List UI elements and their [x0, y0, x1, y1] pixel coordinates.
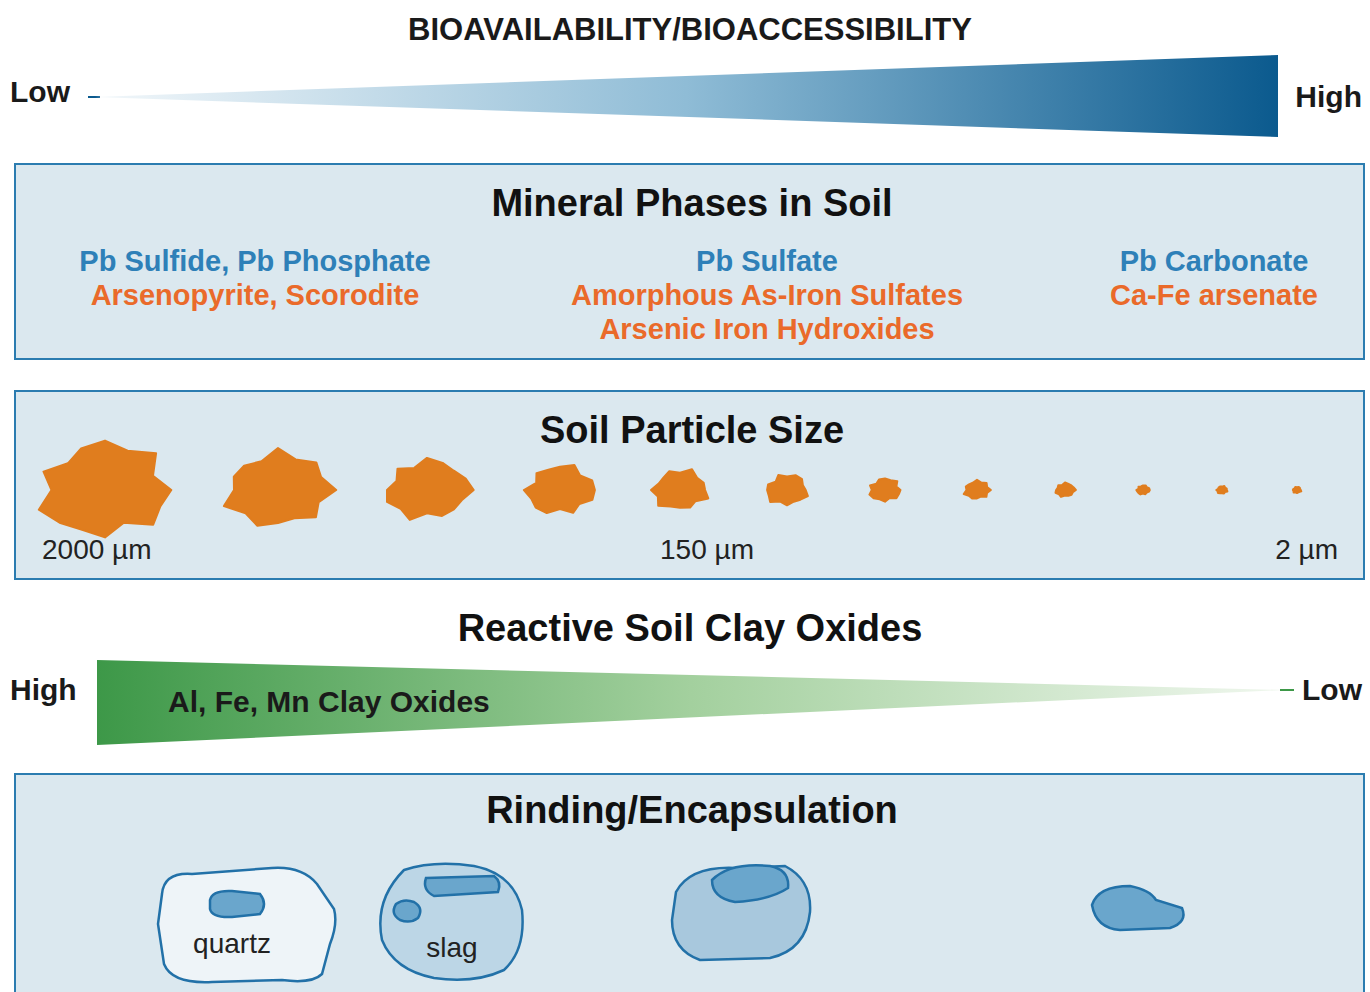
rind-outline — [380, 864, 522, 980]
size-label: 2 µm — [1275, 534, 1338, 565]
free-particle — [1092, 886, 1184, 930]
soil-particle — [524, 465, 595, 513]
exposed-phase — [712, 865, 788, 902]
arsenic-phase: Arsenopyrite, Scorodite — [91, 279, 420, 311]
text-holder: quartz — [193, 928, 271, 960]
text-holder: 2 µm — [1275, 534, 1338, 566]
particle-blobs — [39, 441, 1302, 538]
text-holder: Pb Carbonate — [1120, 245, 1309, 278]
size-label: 2000 µm — [42, 534, 152, 565]
text-holder: Reactive Soil Clay Oxides — [458, 607, 923, 650]
text-holder: High — [1295, 80, 1362, 114]
text-holder: 2000 µm — [42, 534, 152, 566]
text-holder: Pb Sulfate — [696, 245, 838, 278]
shape-label: quartz — [193, 928, 271, 959]
panel-fill — [14, 163, 1365, 360]
scale-end-label: Low — [1302, 673, 1362, 706]
diagram-title: BIOAVAILABILITY/BIOACCESSIBILITY — [408, 12, 972, 47]
lead-phase: Pb Carbonate — [1120, 245, 1309, 277]
wedge-tip-line — [1280, 689, 1294, 691]
text-holder: Soil Particle Size — [540, 409, 844, 452]
scale-end-label: High — [10, 673, 77, 706]
encapsulated-phase — [425, 876, 499, 896]
category-panel: Soil Particle Size 2000 µm 150 µm 2 µm — [14, 390, 1365, 580]
text-holder: Amorphous As-Iron Sulfates — [571, 279, 963, 312]
text-holder: Ca-Fe arsenate — [1110, 279, 1318, 312]
particle-outline — [374, 860, 526, 984]
panel-heading: Mineral Phases in Soil — [491, 182, 892, 224]
text-holder: Low — [10, 75, 70, 109]
particle-outline — [152, 864, 340, 986]
arsenic-phase: Arsenic Iron Hydroxides — [599, 313, 934, 345]
arsenic-phase: Amorphous As-Iron Sulfates — [571, 279, 963, 311]
text-holder: Arsenopyrite, Scorodite — [91, 279, 420, 312]
encapsulated-phase — [210, 891, 264, 917]
soil-particle — [387, 458, 474, 520]
text-holder: 150 µm — [660, 534, 754, 566]
panel-heading: Soil Particle Size — [540, 409, 844, 451]
bioavailability-wedge — [95, 55, 1278, 137]
quartz-particle: quartz — [152, 864, 340, 986]
text-holder: Mineral Phases in Soil — [491, 182, 892, 225]
text-holder: Low — [1302, 673, 1362, 707]
panel-heading: Rinding/Encapsulation — [486, 789, 898, 831]
arsenic-phase: Ca-Fe arsenate — [1110, 279, 1318, 311]
text-holder: BIOAVAILABILITY/BIOACCESSIBILITY — [408, 12, 972, 48]
soil-particle — [651, 469, 708, 508]
category-panel: Mineral Phases in Soil Pb Sulfide, Pb Pho… — [14, 163, 1365, 360]
clay-oxide-wedge — [97, 660, 1285, 745]
soil-particle — [964, 480, 991, 499]
text-holder: Arsenic Iron Hydroxides — [599, 313, 934, 346]
partial-rind-particle — [672, 866, 810, 960]
soil-particle — [224, 448, 336, 526]
shape-label: slag — [426, 932, 477, 963]
soil-particle — [39, 441, 172, 538]
category-panel: Rinding/Encapsulation quartz slag — [14, 773, 1365, 992]
section-heading: Reactive Soil Clay Oxides — [458, 607, 923, 649]
text-holder: High — [10, 673, 77, 707]
slag-particle: slag — [374, 860, 526, 984]
wedge-label: Al, Fe, Mn Clay Oxides — [168, 685, 490, 718]
scale-end-label: Low — [10, 75, 70, 108]
scale-end-label: High — [1295, 80, 1362, 113]
lead-phase: Pb Sulfide, Pb Phosphate — [79, 245, 430, 277]
soil-particle — [1056, 482, 1076, 497]
panel-fill — [14, 390, 1365, 580]
soil-particle — [767, 475, 808, 505]
encapsulated-phase — [394, 900, 421, 921]
rind-outline — [158, 868, 335, 982]
text-holder: slag — [426, 932, 477, 964]
panel-fill — [14, 773, 1365, 992]
soil-particle — [1293, 487, 1301, 493]
text-holder: Rinding/Encapsulation — [486, 789, 898, 832]
size-label: 150 µm — [660, 534, 754, 565]
text-holder: Pb Sulfide, Pb Phosphate — [79, 245, 430, 278]
text-holder: Al, Fe, Mn Clay Oxides — [168, 685, 490, 719]
soil-particle — [1216, 486, 1227, 494]
lead-phase: Pb Sulfate — [696, 245, 838, 277]
soil-particle — [1136, 485, 1150, 494]
soil-particle — [869, 479, 900, 502]
